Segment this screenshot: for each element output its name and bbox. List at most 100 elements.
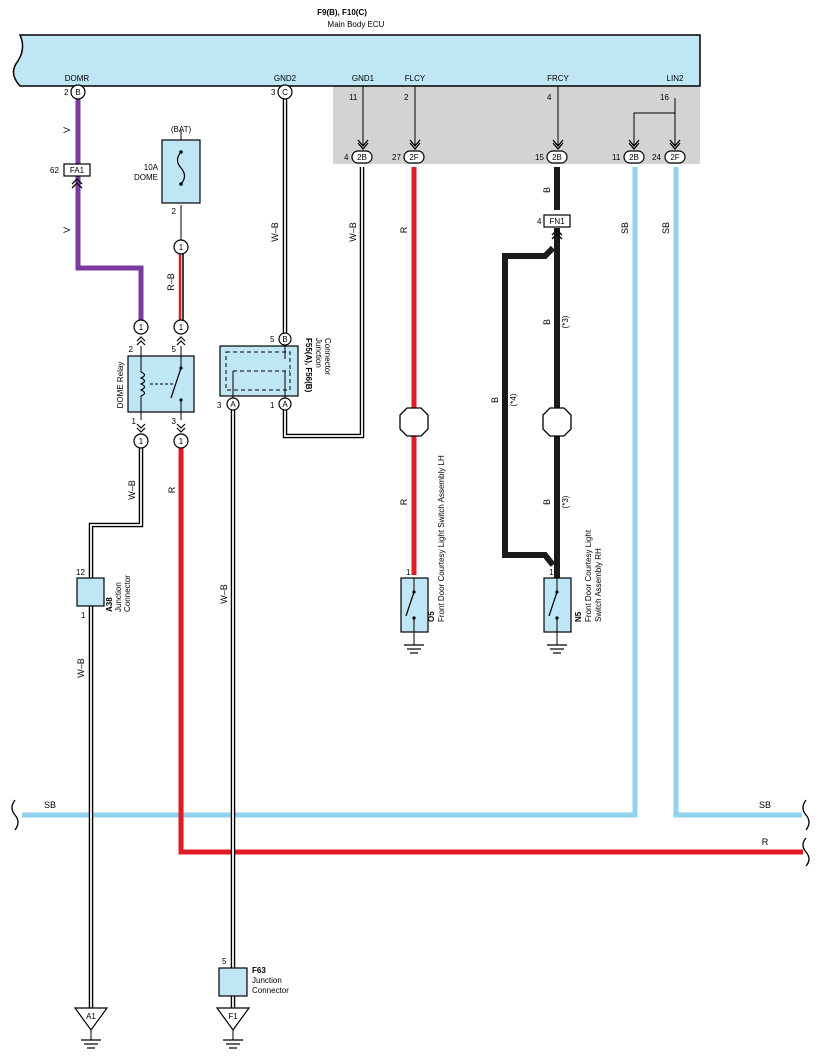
ground-a1: A1 bbox=[73, 1007, 109, 1049]
label-note3-2: (*3) bbox=[561, 495, 570, 508]
ecu-pin-shade bbox=[333, 86, 700, 164]
svg-text:2B: 2B bbox=[629, 153, 639, 162]
label-r-relay: R bbox=[167, 486, 177, 493]
label-r-flcy-1: R bbox=[399, 226, 409, 233]
svg-text:2F: 2F bbox=[409, 153, 418, 162]
svg-text:3: 3 bbox=[172, 417, 177, 426]
label-b-branch: B bbox=[490, 397, 500, 403]
svg-text:1: 1 bbox=[270, 401, 275, 410]
svg-text:A1: A1 bbox=[86, 1012, 96, 1021]
conn-relay-bot-right: 1 bbox=[173, 423, 189, 449]
svg-text:5: 5 bbox=[172, 345, 177, 354]
wire-lin2-sb-b bbox=[673, 167, 802, 818]
svg-text:B: B bbox=[282, 335, 287, 344]
svg-text:Connector: Connector bbox=[252, 986, 289, 995]
svg-text:1: 1 bbox=[139, 323, 144, 332]
svg-text:(BAT): (BAT) bbox=[171, 125, 192, 134]
break-right-sb bbox=[802, 799, 810, 831]
conn-fn1: 4 FN1 bbox=[537, 214, 571, 240]
terminal-gnd2: GND2 bbox=[274, 74, 297, 83]
svg-text:2F: 2F bbox=[670, 153, 679, 162]
svg-text:27: 27 bbox=[392, 153, 401, 162]
wire-domr-violet bbox=[75, 98, 144, 320]
junction-f55-f56: 5 B 3 A 1 A F55(A), F56(B) Junction Conn… bbox=[217, 332, 332, 411]
svg-text:C: C bbox=[282, 88, 288, 97]
junction-a38: 12 1 A38 Junction Connector bbox=[76, 568, 132, 620]
svg-text:2: 2 bbox=[172, 207, 177, 216]
svg-text:Junction: Junction bbox=[314, 338, 323, 368]
svg-text:24: 24 bbox=[652, 153, 661, 162]
conn-gnd1-2b: 4 2B bbox=[344, 150, 373, 164]
svg-text:O5: O5 bbox=[427, 611, 436, 622]
conn-frcy-2b: 15 2B bbox=[535, 150, 568, 164]
svg-text:Connector: Connector bbox=[123, 575, 132, 612]
svg-text:3: 3 bbox=[271, 88, 276, 97]
label-v-2: V bbox=[62, 227, 72, 233]
splice-flcy bbox=[399, 407, 429, 437]
label-wb-gnd1: W–B bbox=[348, 222, 358, 242]
conn-relay-bot-left: 1 bbox=[133, 423, 149, 449]
svg-text:Front Door Courtesy Light: Front Door Courtesy Light bbox=[584, 529, 593, 622]
switch-n5: 1 N5 Front Door Courtesy Light Switch As… bbox=[543, 529, 603, 654]
terminal-flcy: FLCY bbox=[405, 74, 426, 83]
ecu-subtitle: Main Body ECU bbox=[328, 20, 385, 29]
pin-lin2-num: 16 bbox=[660, 93, 669, 102]
conn-lin2-2b: 11 2B bbox=[612, 150, 645, 164]
splice-frcy bbox=[542, 407, 572, 437]
svg-text:10A: 10A bbox=[144, 163, 159, 172]
terminal-frcy: FRCY bbox=[547, 74, 569, 83]
label-sb-lin2-a: SB bbox=[620, 222, 630, 234]
svg-text:A38: A38 bbox=[105, 597, 114, 612]
label-r-bottom: R bbox=[762, 837, 769, 847]
terminal-lin2: LIN2 bbox=[667, 74, 684, 83]
conn-fa1: 62 FA1 bbox=[50, 163, 91, 189]
svg-text:15: 15 bbox=[535, 153, 544, 162]
label-note3-1: (*3) bbox=[561, 315, 570, 328]
break-left-sb bbox=[11, 799, 19, 831]
label-note4: (*4) bbox=[509, 393, 518, 406]
wire-relay-red bbox=[178, 448, 803, 855]
svg-text:1: 1 bbox=[81, 611, 86, 620]
svg-text:DOME Relay: DOME Relay bbox=[116, 362, 125, 409]
svg-text:12: 12 bbox=[76, 568, 85, 577]
terminal-gnd1: GND1 bbox=[352, 74, 375, 83]
conn-fuse-1: 1 bbox=[173, 239, 189, 255]
svg-text:2: 2 bbox=[129, 345, 134, 354]
label-v-1: V bbox=[62, 127, 72, 133]
svg-text:4: 4 bbox=[537, 217, 542, 226]
svg-text:1: 1 bbox=[406, 568, 411, 577]
svg-text:2B: 2B bbox=[552, 153, 562, 162]
label-wb-relay: W–B bbox=[127, 480, 137, 500]
label-wb-a38: W–B bbox=[76, 658, 86, 678]
svg-text:4: 4 bbox=[344, 153, 349, 162]
label-sb-lin2-b: SB bbox=[661, 222, 671, 234]
svg-text:N5: N5 bbox=[574, 611, 583, 622]
ground-f1: F1 bbox=[215, 1007, 251, 1049]
wire-frcy-branch bbox=[502, 245, 556, 567]
label-wb-jc: W–B bbox=[219, 584, 229, 604]
pin-domr: 2 B bbox=[64, 84, 86, 100]
svg-text:1: 1 bbox=[549, 568, 554, 577]
wire-relay-wb bbox=[88, 448, 144, 578]
pin-gnd2: 3 C bbox=[271, 84, 293, 100]
chevrons bbox=[357, 139, 681, 151]
wire-gnd1-wb-inner bbox=[284, 167, 363, 437]
main-body-ecu bbox=[12, 34, 701, 87]
break-right-r bbox=[802, 837, 810, 867]
pin-gnd1-num: 11 bbox=[349, 93, 358, 102]
svg-text:F1: F1 bbox=[228, 1012, 238, 1021]
switch-o5: 1 O5 Front Door Courtesy Light Switch As… bbox=[400, 455, 446, 654]
svg-text:1: 1 bbox=[139, 437, 144, 446]
svg-text:Connector: Connector bbox=[323, 338, 332, 375]
svg-text:1: 1 bbox=[132, 417, 137, 426]
terminal-domr: DOMR bbox=[65, 74, 90, 83]
conn-relay-top-right: 1 bbox=[173, 319, 189, 346]
ecu-title: F9(B), F10(C) bbox=[317, 8, 367, 17]
label-b-frcy-1: B bbox=[542, 187, 552, 193]
conn-lin2-2f: 24 2F bbox=[652, 150, 686, 164]
label-r-flcy-2: R bbox=[399, 498, 409, 505]
svg-text:A: A bbox=[282, 400, 288, 409]
wire-lin2-internal-b bbox=[633, 112, 675, 145]
svg-text:DOME: DOME bbox=[134, 173, 158, 182]
